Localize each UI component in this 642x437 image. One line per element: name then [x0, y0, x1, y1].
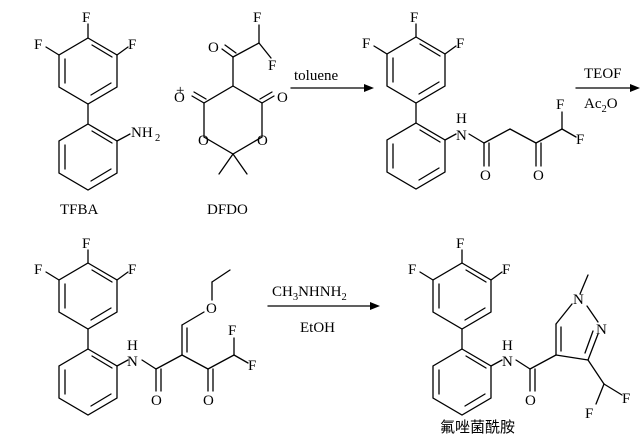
atom-o: O: [525, 393, 536, 409]
atom-n: N: [573, 292, 584, 308]
atom-h: H: [456, 111, 467, 127]
atom-o: O: [174, 90, 185, 106]
atom-h: H: [502, 338, 513, 354]
atom-o: O: [480, 168, 491, 184]
atom-f: F: [408, 262, 416, 278]
atom-f: F: [410, 10, 418, 26]
plus-sign: +: [176, 83, 184, 99]
atom-o: O: [257, 133, 268, 149]
atom-f: F: [502, 262, 510, 278]
molecule-ketoamide: F F F N H O O F F: [362, 10, 584, 190]
molecule-fluxapyroxad: F F F N H O N N F F: [408, 236, 630, 422]
atom-o: O: [198, 133, 209, 149]
atom-f: F: [456, 236, 464, 252]
label-dfdo: DFDO: [207, 202, 248, 218]
atom-o: O: [206, 301, 217, 317]
atom-f: F: [253, 10, 261, 26]
label-tfba: TFBA: [60, 202, 99, 218]
atom-n: N: [596, 322, 607, 338]
atom-f: F: [456, 36, 464, 52]
arrow-3-condition-above: CH3NHNH2: [272, 284, 347, 303]
atom-n: N: [502, 354, 513, 370]
molecule-tfba: F F F NH 2: [34, 10, 160, 191]
molecule-dfdo: O O O O O F F: [174, 10, 288, 175]
arrow-toluene: toluene: [290, 68, 374, 92]
arrow-2-condition-below: Ac2O: [584, 96, 618, 115]
atom-nh2: NH: [131, 125, 153, 141]
atom-o: O: [277, 90, 288, 106]
atom-f: F: [128, 262, 136, 278]
atom-f: F: [622, 391, 630, 407]
atom-f: F: [228, 323, 236, 339]
molecule-enol-ether: F F F N H O O O F F: [34, 236, 256, 416]
atom-f: F: [268, 58, 276, 74]
atom-o: O: [208, 40, 219, 56]
atom-o: O: [533, 168, 544, 184]
label-product: 氟唑菌酰胺: [440, 418, 515, 436]
atom-f: F: [248, 358, 256, 374]
atom-h: H: [127, 338, 138, 354]
atom-f: F: [585, 406, 593, 422]
atom-f: F: [556, 97, 564, 113]
atom-nh2-subscript: 2: [155, 133, 160, 144]
atom-f: F: [34, 37, 42, 53]
arrow-3-condition-below: EtOH: [300, 320, 335, 336]
atom-f: F: [82, 236, 90, 252]
atom-o: O: [151, 393, 162, 409]
atom-n: N: [127, 354, 138, 370]
arrow-2-condition-above: TEOF: [584, 66, 622, 82]
atom-f: F: [576, 132, 584, 148]
atom-f: F: [34, 262, 42, 278]
arrow-1-condition: toluene: [294, 68, 338, 84]
atom-f: F: [128, 37, 136, 53]
atom-f: F: [82, 10, 90, 26]
atom-n: N: [456, 128, 467, 144]
arrow-teof: TEOF Ac2O: [575, 66, 640, 115]
atom-f: F: [362, 36, 370, 52]
arrow-methylhydrazine: CH3NHNH2 EtOH: [267, 284, 380, 336]
atom-o: O: [203, 393, 214, 409]
